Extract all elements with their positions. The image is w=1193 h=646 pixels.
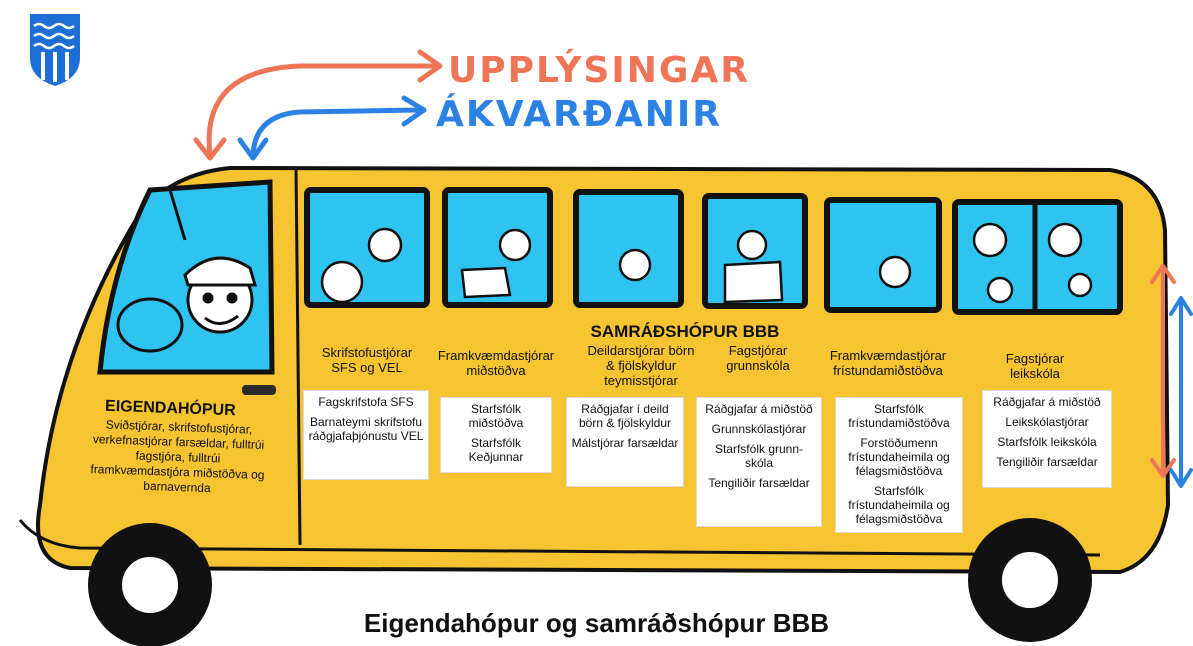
rear-wheel [968,518,1092,642]
owner-group-description: Sviðstjórar, skrifstofustjórar, verkefna… [90,417,265,496]
diagram-caption: Eigendahópur og samráðshópur BBB [363,608,830,638]
list-item: Starfsfólk miðstöðva [468,402,524,430]
window-3 [573,189,684,308]
list-item: Fagskrifstofa SFS [318,395,414,409]
decisions-arrow [250,107,423,158]
list-item: Starfsfólk leikskóla [997,435,1097,449]
column-box-2: Starfsfólk miðstöðva Starfsfólk Keðjunna… [440,397,552,473]
list-item: Grunnskólastjórar [711,422,807,436]
window-5 [824,197,942,313]
column-box-6: Ráðgjafar á miðstöð Leikskólastjórar Sta… [982,390,1112,488]
column-heading-4: Fagstjórar grunnskóla [726,343,790,373]
column-box-1: Fagskrifstofa SFS Barnateymi skrifstofu … [303,390,429,480]
list-item: Starfsfólk Keðjunnar [468,436,524,464]
decisions-label: ÁKVARÐANIR [436,94,723,135]
information-arrow [206,63,438,158]
front-wheel [88,523,212,646]
municipal-crest-icon [30,14,80,86]
column-heading-1: Skrifstofustjórar SFS og VEL [321,345,413,375]
column-heading-3: Deildarstjórar börn & fjölskyldur teymis… [587,343,695,388]
column-box-5: Starfsfólk frístundamiðstöðva Forstöðume… [835,397,963,533]
information-label: UPPLÝSINGAR [448,50,750,91]
column-box-4: Ráðgjafar á miðstöð Grunnskólastjórar St… [696,397,822,527]
list-item: Starfsfólk frístundaheimila og félagsmið… [848,484,950,526]
column-heading-2: Framkvæmdastjórar miðstöðva [437,348,555,378]
list-item: Ráðgjafar í deild börn & fjölskyldur [578,402,672,430]
column-heading-5: Framkvæmdastjórar frístundamiðstöðva [829,348,947,378]
list-item: Tengiliðir farsældar [708,476,810,490]
column-box-3: Ráðgjafar í deild börn & fjölskyldur Mál… [566,397,684,487]
list-item: Leikskólastjórar [1005,415,1089,429]
list-item: Starfsfólk frístundamiðstöðva [848,402,950,430]
column-heading-6: Fagstjórar leikskóla [1005,351,1065,381]
list-item: Ráðgjafar á miðstöð [705,402,813,416]
consultation-group-title: SAMRÁÐSHÓPUR BBB [590,322,780,341]
list-item: Tengiliðir farsældar [996,455,1098,469]
list-item: Barnateymi skrifstofu ráðgjafaþjónustu V… [308,415,424,443]
list-item: Forstöðumenn frístundaheimila og félagsm… [848,436,950,478]
list-item: Málstjórar farsældar [571,436,679,450]
list-item: Ráðgjafar á miðstöð [993,395,1101,409]
list-item: Starfsfólk grunn-skóla [714,442,804,470]
